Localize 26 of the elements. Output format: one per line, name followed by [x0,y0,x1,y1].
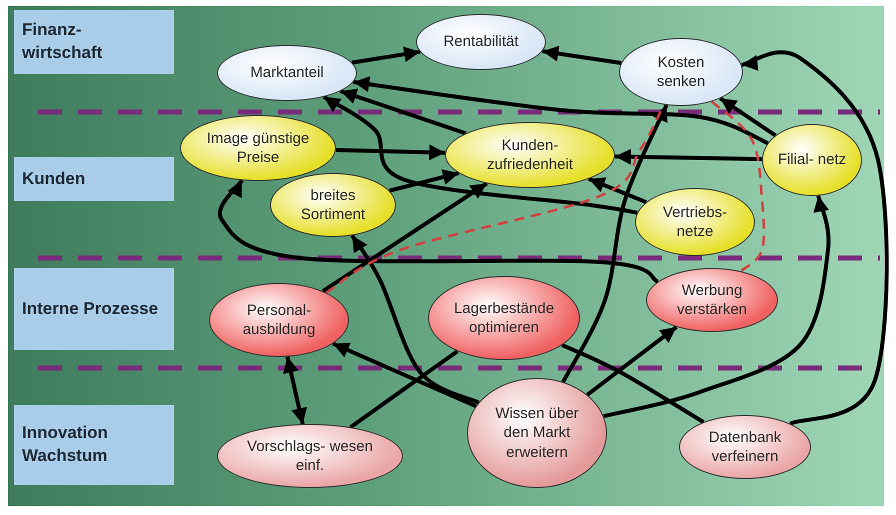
perspective-label: Interne Prozesse [14,268,174,350]
arrow [586,325,678,396]
arrow [322,95,638,215]
arrow [336,144,446,160]
arrow [719,96,776,138]
arrow [614,148,762,165]
arrow [388,169,460,193]
arrow [218,179,660,284]
perspective-label: Kunden [14,157,174,201]
perspective-label: Innovation Wachstum [14,405,174,485]
arrow [603,195,830,418]
arrow [352,46,420,65]
arrow [588,177,647,204]
arrow [741,50,889,426]
arrow [332,342,477,408]
arrow [283,356,307,425]
perspective-label: Finanz- wirtschaft [14,10,174,74]
dashed-line [710,100,766,272]
arrow [340,88,466,136]
arrow [542,46,622,65]
arrow [561,104,668,383]
connector-line [349,350,459,429]
connector-line [561,343,705,424]
arrow [353,76,769,145]
arrow [350,234,480,404]
arrow [322,182,488,293]
